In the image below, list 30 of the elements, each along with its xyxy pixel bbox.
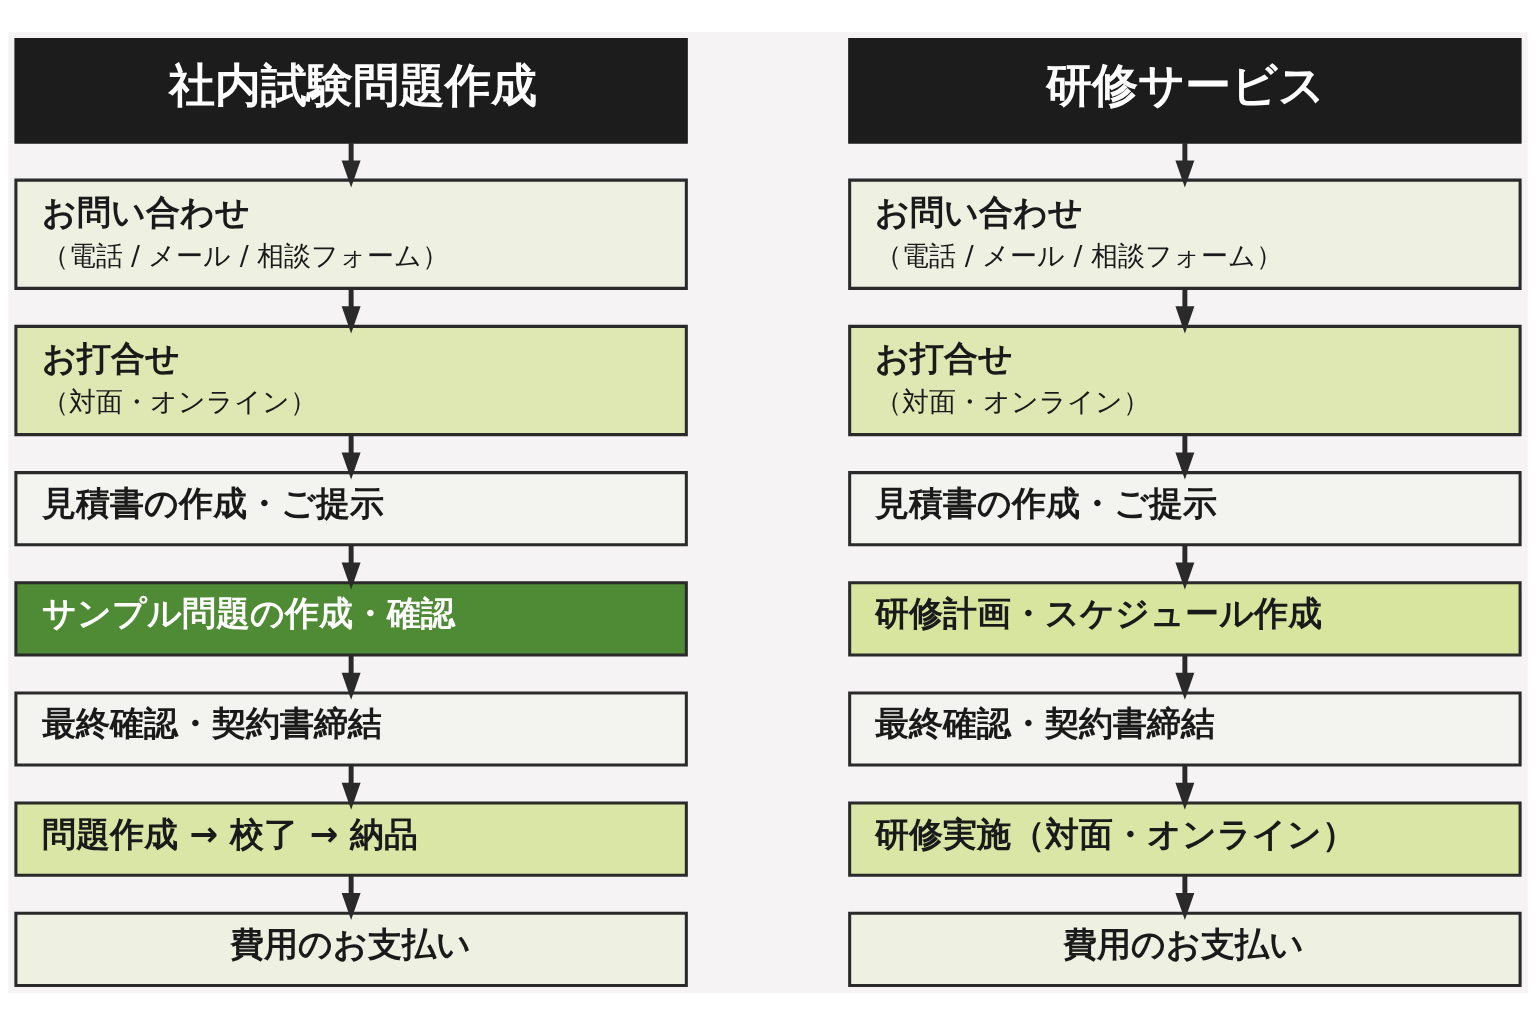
arrow — [341, 141, 361, 188]
node-box: 費用のお支払い — [848, 911, 1522, 987]
node-box: お問い合わせ （電話 / メール / 相談フォーム） — [848, 178, 1522, 290]
node-box: 費用のお支払い — [14, 911, 688, 987]
node-box: 最終確認・契約書締結 — [848, 690, 1522, 767]
arrow — [341, 544, 361, 590]
arrow — [341, 764, 361, 810]
node-box: 研修実施（対面・オンライン） — [848, 801, 1522, 877]
node-box: お問い合わせ （電話 / メール / 相談フォーム） — [14, 178, 688, 290]
arrow — [341, 434, 361, 479]
arrow — [1175, 874, 1195, 920]
arrow — [1175, 287, 1195, 333]
node-box: 問題作成 → 校了 → 納品 — [14, 801, 688, 877]
arrow — [1175, 434, 1195, 479]
arrow — [341, 287, 361, 333]
arrow — [1175, 141, 1195, 188]
arrow — [1175, 764, 1195, 810]
node-box: 見積書の作成・ご提示 — [848, 470, 1522, 546]
arrow — [1175, 544, 1195, 590]
arrow — [341, 874, 361, 920]
node-box: 見積書の作成・ご提示 — [14, 470, 688, 546]
node-box: お打合せ （対面・オンライン） — [14, 324, 688, 436]
arrow — [1175, 654, 1195, 700]
arrow — [341, 654, 361, 700]
node-box: サンプル問題の作成・確認 — [14, 580, 688, 656]
node-box: 研修サービス — [848, 37, 1522, 144]
node-box: お打合せ （対面・オンライン） — [848, 324, 1522, 436]
node-box: 最終確認・契約書締結 — [14, 690, 688, 767]
node-box: 社内試験問題作成 — [14, 37, 688, 144]
node-box: 研修計画・スケジュール作成 — [848, 580, 1522, 656]
